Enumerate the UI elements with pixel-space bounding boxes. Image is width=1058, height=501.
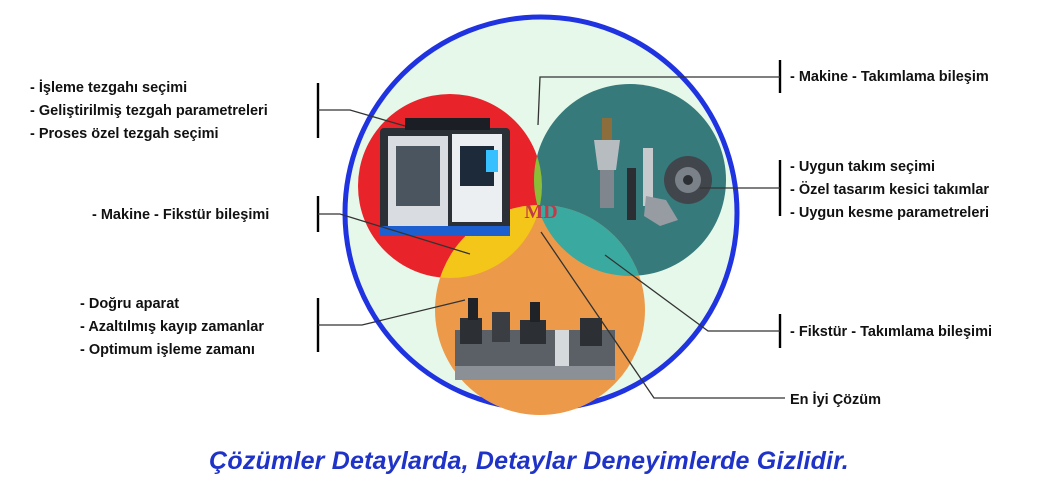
machine-tooling-label: - Makine - Takımlama bileşim xyxy=(790,69,989,85)
tooling-item-3: - Uygun kesme parametreleri xyxy=(790,205,989,221)
machine-item-2: - Geliştirilmiş tezgah parametreleri xyxy=(30,103,268,119)
slogan: Çözümler Detaylarda, Detaylar Deneyimler… xyxy=(209,447,849,475)
machine-fixture-label: - Makine - Fikstür bileşimi xyxy=(92,207,269,223)
center-logo: MD xyxy=(524,201,557,223)
tooling-items: - Uygun takım seçimi - Özel tasarım kesi… xyxy=(790,159,989,221)
best-solution-label: En İyi Çözüm xyxy=(790,391,881,408)
fixture-item-1: - Doğru aparat xyxy=(80,296,179,312)
fixture-tooling-label: - Fikstür - Takımlama bileşimi xyxy=(790,324,992,340)
machine-fixture-overlap xyxy=(435,205,542,278)
machine-item-3: - Proses özel tezgah seçimi xyxy=(30,126,219,142)
tooling-item-1: - Uygun takım seçimi xyxy=(790,159,935,175)
tooling-item-2: - Özel tasarım kesici takımlar xyxy=(790,181,989,198)
machine-item-1: - İşleme tezgahı seçimi xyxy=(30,79,187,96)
cutting-tools-illustration xyxy=(594,118,712,226)
fixture-item-2: - Azaltılmış kayıp zamanlar xyxy=(80,319,264,335)
fixture-items: - Doğru aparat - Azaltılmış kayıp zamanl… xyxy=(80,296,264,358)
tooling-fixture-overlap xyxy=(534,205,645,276)
machine-tool-illustration xyxy=(380,118,510,236)
leader-lines xyxy=(316,60,785,399)
machine-items: - İşleme tezgahı seçimi - Geliştirilmiş … xyxy=(30,79,268,142)
fixture-item-3: - Optimum işleme zamanı xyxy=(80,342,255,358)
fixture-illustration xyxy=(455,298,615,380)
